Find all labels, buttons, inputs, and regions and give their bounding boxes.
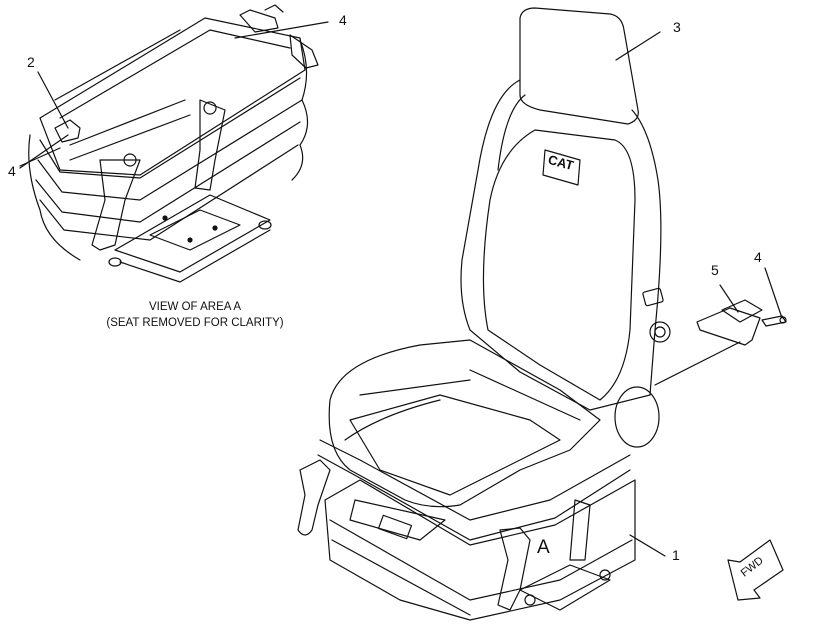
callout-1: 1 [672,547,680,563]
callout-2: 2 [27,54,35,70]
callout-4-detail-top: 4 [339,12,347,28]
callout-4-main: 4 [754,249,762,265]
callout-5: 5 [711,262,719,278]
detail-view-caption: VIEW OF AREA A (SEAT REMOVED FOR CLARITY… [90,300,300,331]
caption-line-2: (SEAT REMOVED FOR CLARITY) [106,316,284,329]
detail-view-suspension [19,4,329,283]
fwd-arrow-shape [727,539,784,601]
callout-3: 3 [673,19,681,35]
callout-4-detail-left: 4 [8,163,16,179]
seat-assembly [297,7,783,621]
caption-line-1: VIEW OF AREA A [148,301,242,313]
area-a-marker: A [537,537,550,558]
bracket-and-bolt [696,299,787,346]
